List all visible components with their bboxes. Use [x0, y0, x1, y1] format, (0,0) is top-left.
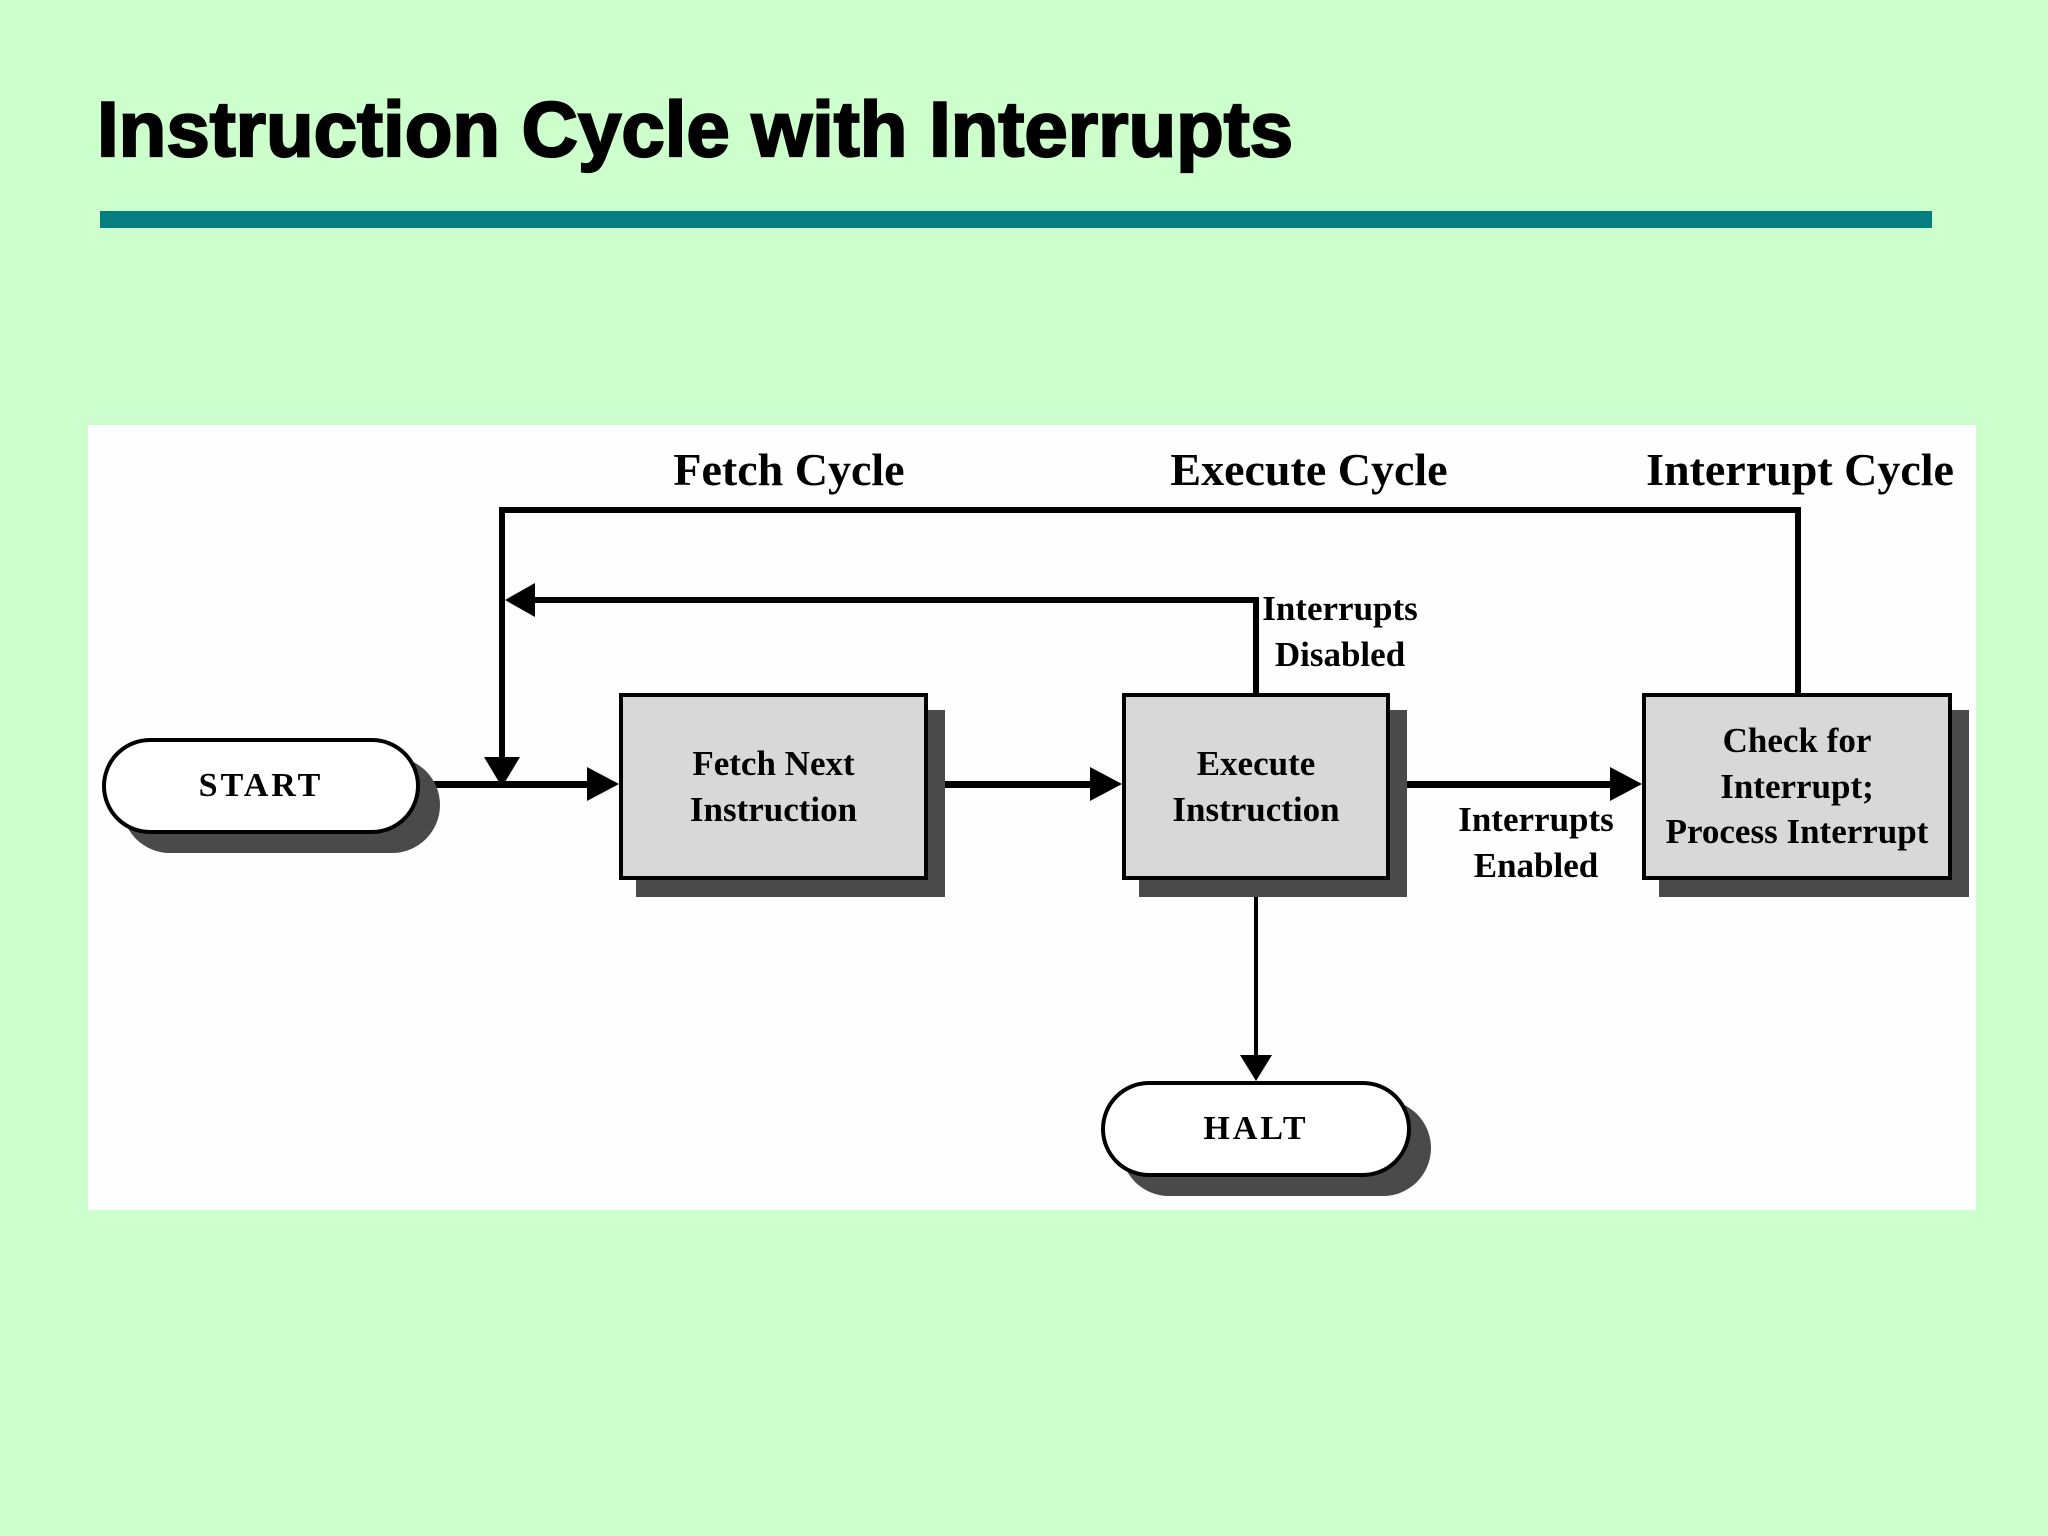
feedback-right-vertical-line	[1795, 507, 1801, 695]
arrow-fetch-to-execute-line	[928, 781, 1090, 788]
interrupts-disabled-line	[532, 597, 1256, 603]
start-node: START	[102, 738, 420, 834]
header-execute-cycle: Execute Cycle	[1170, 444, 1448, 495]
interrupts-disabled-left-arrowhead-icon	[505, 583, 535, 617]
title-underline-bar	[100, 211, 1932, 228]
arrow-execute-to-check-line	[1390, 781, 1610, 788]
header-fetch-cycle: Fetch Cycle	[673, 444, 905, 495]
check-for-interrupt-box: Check for Interrupt; Process Interrupt	[1642, 693, 1952, 880]
arrow-execute-to-halt-head-icon	[1240, 1055, 1272, 1081]
diagram-panel: Fetch Cycle Execute Cycle Interrupt Cycl…	[88, 425, 1976, 1210]
feedback-left-vertical-line	[499, 507, 505, 757]
label-interrupts-disabled: Interrupts Disabled	[1262, 589, 1418, 674]
header-interrupt-cycle: Interrupt Cycle	[1646, 444, 1954, 495]
fetch-next-instruction-box: Fetch Next Instruction	[619, 693, 928, 880]
arrow-execute-to-check-head-icon	[1610, 767, 1642, 801]
interrupts-disabled-vertical-line	[1253, 597, 1259, 695]
halt-node: HALT	[1101, 1081, 1411, 1177]
label-interrupts-enabled: Interrupts Enabled	[1458, 800, 1614, 885]
execute-instruction-box: Execute Instruction	[1122, 693, 1390, 880]
page-title: Instruction Cycle with Interrupts	[96, 84, 1294, 174]
arrow-execute-to-halt-line	[1254, 880, 1258, 1055]
arrow-fetch-to-execute-head-icon	[1090, 767, 1122, 801]
arrow-start-to-fetch-head-icon	[587, 767, 619, 801]
feedback-top-line	[499, 507, 1801, 513]
arrow-start-to-fetch-line	[416, 781, 587, 788]
